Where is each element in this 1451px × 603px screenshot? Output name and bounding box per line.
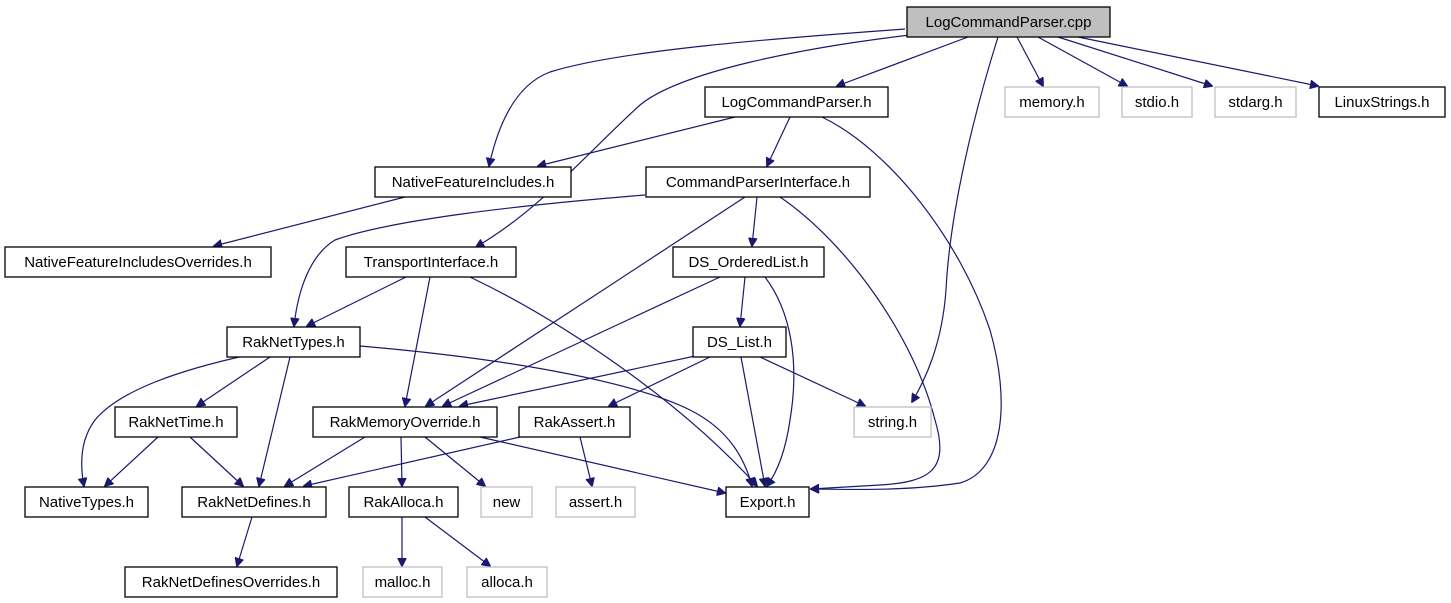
edge-ds-list-h-to-string-h [759, 356, 865, 406]
edge-rakmemoryoverride-h-to-export-h [479, 436, 725, 493]
node-label: DS_List.h [707, 334, 772, 351]
node-ds-orderedlist-h[interactable]: DS_OrderedList.h [672, 246, 825, 278]
node-label: NativeFeatureIncludesOverrides.h [24, 254, 252, 271]
node-nativetypes-h[interactable]: NativeTypes.h [24, 486, 149, 518]
node-assert-h[interactable]: assert.h [555, 486, 636, 518]
edge-transportinterface-h-to-export-h [469, 276, 757, 486]
node-stdio-h[interactable]: stdio.h [1121, 86, 1193, 118]
edge-ds-list-h-to-export-h [740, 356, 765, 486]
edges [82, 28, 1318, 566]
node-nativefeatureincludesoverrides-h[interactable]: NativeFeatureIncludesOverrides.h [4, 246, 272, 278]
node-label: RakAssert.h [534, 414, 616, 431]
edge-raknettypes-h-to-raknetdefines-h [259, 356, 291, 486]
edge-cpp-to-memory-h [1016, 36, 1043, 86]
node-label: Export.h [740, 494, 796, 511]
edge-rakassert-h-to-assert-h [579, 436, 592, 486]
edge-cpp-to-transportinterface-h [476, 34, 911, 247]
node-linuxstrings-h[interactable]: LinuxStrings.h [1318, 86, 1446, 118]
node-label: assert.h [569, 494, 622, 511]
edge-cpp-to-string-h [912, 36, 999, 402]
node-label: RakNetDefines.h [197, 494, 310, 511]
node-label: RakMemoryOverride.h [330, 414, 481, 431]
node-label: LogCommandParser.cpp [926, 14, 1092, 31]
node-label: string.h [868, 414, 917, 431]
node-label: RakNetTypes.h [242, 334, 345, 351]
node-label: stdio.h [1135, 94, 1179, 111]
node-label: malloc.h [375, 574, 431, 591]
node-raknetdefines-h[interactable]: RakNetDefines.h [181, 486, 327, 518]
edge-logcommandparser-h-to-commandparserinterface-h [767, 116, 791, 166]
node-nativefeatureincludes-h[interactable]: NativeFeatureIncludes.h [374, 166, 572, 198]
edge-cpp-to-logcommandparser-h [837, 36, 969, 86]
edge-raknettypes-h-to-raknettime-h [197, 356, 271, 406]
node-memory-h[interactable]: memory.h [1004, 86, 1100, 118]
edge-ds-orderedlist-h-to-export-h [764, 276, 795, 486]
edge-transportinterface-h-to-rakmemoryoverride-h [405, 276, 431, 406]
edge-raknettypes-h-to-export-h [359, 345, 752, 486]
edge-ds-orderedlist-h-to-rakmemoryoverride-h [443, 276, 721, 406]
node-label: RakNetDefinesOverrides.h [142, 574, 320, 591]
node-raknettypes-h[interactable]: RakNetTypes.h [226, 326, 361, 358]
edge-rakmemoryoverride-h-to-raknetdefines-h [285, 436, 366, 486]
edge-commandparserinterface-h-to-raknettypes-h [294, 194, 646, 326]
node-label: stdarg.h [1228, 94, 1282, 111]
edge-nativefeatureincludes-h-to-overrides-h [214, 196, 406, 246]
edge-ds-orderedlist-h-to-ds-list-h [740, 276, 746, 326]
edge-raknetdefines-h-to-raknetdefinesoverrides-h [237, 516, 253, 566]
edge-raknettypes-h-to-nativetypes-h [82, 354, 249, 486]
edge-commandparserinterface-h-to-ds-orderedlist-h [752, 196, 758, 246]
node-commandparserinterface-h[interactable]: CommandParserInterface.h [645, 166, 871, 198]
node-rakassert-h[interactable]: RakAssert.h [518, 406, 631, 438]
node-export-h[interactable]: Export.h [725, 486, 810, 518]
node-label: new [493, 494, 521, 511]
edge-ds-list-h-to-rakassert-h [609, 356, 711, 406]
node-raknettime-h[interactable]: RakNetTime.h [114, 406, 238, 438]
node-string-h[interactable]: string.h [853, 406, 932, 438]
node-label: RakAlloca.h [363, 494, 443, 511]
node-new[interactable]: new [480, 486, 533, 518]
edge-commandparserinterface-h-to-export-h [779, 196, 941, 489]
edge-transportinterface-h-to-raknettypes-h [307, 276, 407, 326]
edge-rakassert-h-to-raknetdefines-h [304, 436, 521, 486]
edge-logcommandparser-h-to-export-h [811, 116, 1002, 489]
node-label: RakNetTime.h [128, 414, 223, 431]
node-label: NativeFeatureIncludes.h [392, 174, 555, 191]
node-transportinterface-h[interactable]: TransportInterface.h [345, 246, 517, 278]
node-label: memory.h [1019, 94, 1085, 111]
node-rakalloca-h[interactable]: RakAlloca.h [348, 486, 459, 518]
edge-cpp-to-stdarg-h [1057, 36, 1212, 86]
node-logcommandparser-cpp[interactable]: LogCommandParser.cpp [906, 6, 1111, 38]
edge-ds-list-h-to-rakmemoryoverride-h [460, 354, 701, 406]
node-label: DS_OrderedList.h [688, 254, 808, 271]
edge-cpp-to-stdio-h [1037, 36, 1127, 86]
edge-cpp-to-linuxstrings-h [1077, 36, 1318, 86]
edge-raknettime-h-to-raknetdefines-h [189, 436, 243, 486]
nodes: LogCommandParser.cpp LogCommandParser.h … [4, 6, 1446, 598]
node-logcommandparser-h[interactable]: LogCommandParser.h [704, 86, 889, 118]
edge-rakmemoryoverride-h-to-rakalloca-h [401, 436, 402, 486]
edge-logcommandparser-h-to-nativefeatureincludes-h [538, 116, 736, 166]
node-label: NativeTypes.h [39, 494, 134, 511]
node-rakmemoryoverride-h[interactable]: RakMemoryOverride.h [312, 406, 498, 438]
edge-commandparserinterface-h-to-rakmemoryoverride-h [426, 196, 746, 406]
node-label: TransportInterface.h [364, 254, 499, 271]
node-label: LogCommandParser.h [721, 94, 871, 111]
node-label: alloca.h [481, 574, 533, 591]
edge-cpp-to-nativefeatureincludes-h [489, 28, 906, 166]
edge-rakalloca-h-to-alloca-h [424, 516, 490, 566]
node-stdarg-h[interactable]: stdarg.h [1214, 86, 1297, 118]
node-malloc-h[interactable]: malloc.h [362, 566, 443, 598]
node-label: CommandParserInterface.h [666, 174, 850, 191]
node-ds-list-h[interactable]: DS_List.h [692, 326, 787, 358]
edge-rakmemoryoverride-h-to-new [424, 436, 485, 486]
node-raknetdefinesoverrides-h[interactable]: RakNetDefinesOverrides.h [124, 566, 338, 598]
node-alloca-h[interactable]: alloca.h [466, 566, 548, 598]
edge-raknettime-h-to-nativetypes-h [105, 436, 159, 486]
node-label: LinuxStrings.h [1334, 94, 1429, 111]
